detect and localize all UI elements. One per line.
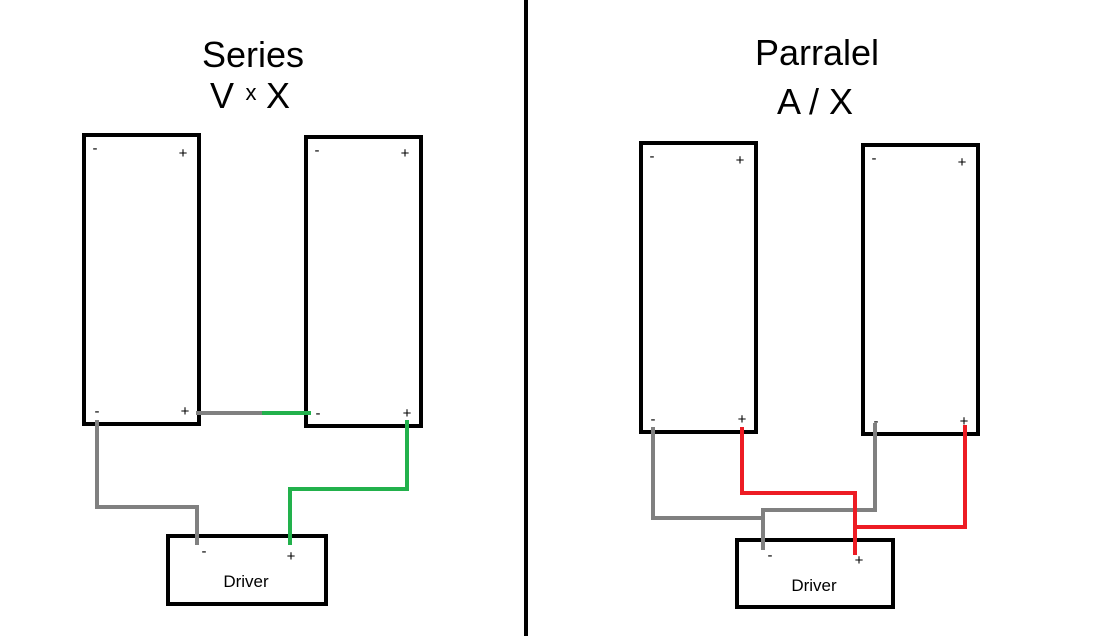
parallel-section: Parralel A / X - + - + - + - + - +: [639, 32, 980, 609]
panel-outline: [304, 135, 423, 428]
driver-label: Driver: [223, 572, 269, 591]
panel-minus-bottom: -: [316, 405, 321, 422]
series-section: Series V x X - + - + - + - +: [82, 34, 423, 606]
panel-minus-bottom: -: [651, 411, 656, 428]
panel-minus-top: -: [650, 148, 655, 165]
panel-minus-top: -: [872, 150, 877, 167]
driver-outline: [166, 534, 328, 606]
panel-minus-top: -: [315, 142, 320, 159]
parallel-title: Parralel: [755, 32, 879, 73]
wire-positive-to-driver: [288, 420, 409, 542]
driver-plus: +: [855, 552, 864, 569]
driver-label: Driver: [791, 576, 837, 595]
panel-outline: [82, 133, 201, 426]
parallel-formula: A / X: [777, 81, 853, 122]
panel-plus-top: +: [736, 152, 745, 169]
wire-positive-a: [740, 427, 857, 548]
panel-minus-bottom: -: [95, 403, 100, 420]
panel-outline: [861, 143, 980, 436]
series-panel-a: - + - +: [82, 133, 201, 426]
driver-plus: +: [287, 548, 296, 565]
panel-minus-bottom: -: [874, 413, 879, 430]
wire-negative-a: [651, 427, 763, 520]
driver-minus: -: [202, 543, 207, 560]
panel-plus-top: +: [179, 145, 188, 162]
parallel-panel-a: - + - +: [639, 141, 758, 434]
parallel-panel-b: - + - +: [861, 143, 980, 436]
panel-outline: [639, 141, 758, 434]
wire-negative-to-driver: [95, 420, 199, 542]
series-formula-right: X: [266, 75, 290, 116]
series-panel-b: - + - +: [304, 135, 423, 428]
driver-minus: -: [768, 547, 773, 564]
panel-plus-bottom: +: [960, 413, 969, 430]
series-formula: V x X: [210, 75, 290, 116]
series-driver: - + Driver: [166, 534, 328, 606]
series-formula-left: V: [210, 75, 234, 116]
panel-plus-bottom: +: [738, 411, 747, 428]
parallel-driver: - + Driver: [735, 538, 895, 609]
panel-minus-top: -: [93, 140, 98, 157]
panel-plus-top: +: [401, 145, 410, 162]
series-formula-sup: x: [246, 80, 257, 105]
wire-negative-b: [761, 423, 877, 548]
driver-outline: [735, 538, 895, 609]
panel-plus-top: +: [958, 154, 967, 171]
series-title: Series: [202, 34, 304, 75]
panel-plus-bottom: +: [403, 405, 412, 422]
panel-plus-bottom: +: [181, 403, 190, 420]
wire-positive-b: [855, 425, 967, 529]
